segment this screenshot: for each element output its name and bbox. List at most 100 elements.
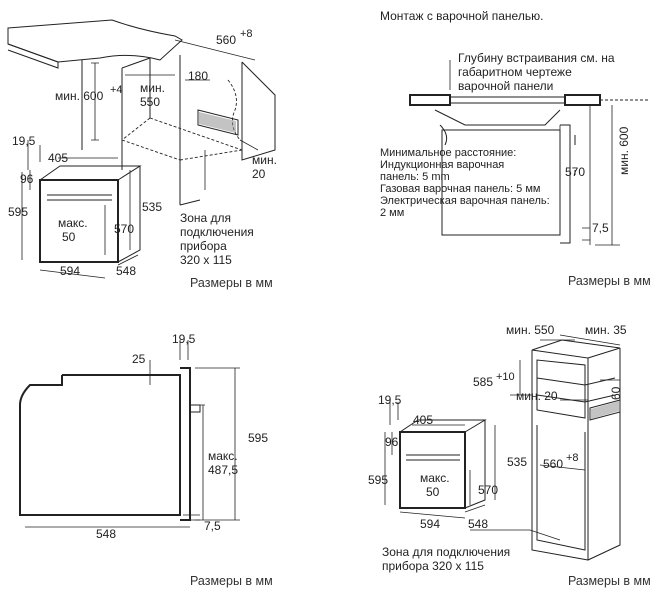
label-7-5: 7,5 bbox=[592, 221, 609, 235]
worktop-edge bbox=[7, 43, 59, 69]
worktop-right bbox=[564, 94, 601, 106]
label-min600-sup: +4 bbox=[110, 84, 123, 96]
label-19-5: 19,5 bbox=[172, 332, 196, 346]
label-570: 570 bbox=[114, 222, 134, 236]
oven-front-side bbox=[180, 367, 191, 521]
note-3: варочной панели bbox=[458, 79, 553, 93]
zone-label-3: прибора bbox=[180, 239, 227, 253]
min-dist-c: панель: 5 mm bbox=[380, 171, 450, 183]
min-dist-b: Индукционная варочная bbox=[380, 159, 504, 171]
panel-tall-cabinet: мин. 550 мин. 35 585 +10 мин. 20 60 560 … bbox=[368, 323, 651, 588]
label-570: 570 bbox=[478, 483, 498, 497]
dim-600 bbox=[91, 62, 99, 141]
label-max-b: 50 bbox=[426, 485, 440, 499]
dim-548 bbox=[117, 254, 139, 266]
label-max-a: макс. bbox=[208, 449, 238, 463]
label-548: 548 bbox=[96, 527, 116, 541]
caption-4: Размеры в мм bbox=[568, 574, 651, 588]
cabinet-openings bbox=[536, 359, 586, 551]
zone-label-1: Зона для bbox=[180, 211, 231, 225]
label-min550b: 550 bbox=[140, 95, 160, 109]
label-min20: мин. 20 bbox=[516, 389, 558, 403]
oven-body bbox=[399, 419, 487, 509]
label-19-5: 19,5 bbox=[378, 393, 402, 407]
label-405: 405 bbox=[413, 413, 433, 427]
zone-leader bbox=[470, 529, 561, 541]
label-548: 548 bbox=[468, 517, 488, 531]
oven-side bbox=[19, 374, 181, 516]
label-7-5: 7,5 bbox=[204, 519, 221, 533]
zone-label-1: Зона для подключения bbox=[382, 545, 510, 559]
cabinet-top bbox=[531, 339, 621, 561]
label-min600: мин. 600 bbox=[55, 89, 104, 103]
caption-1: Размеры в мм bbox=[190, 276, 273, 290]
caption-3: Размеры в мм bbox=[190, 574, 273, 588]
label-19-5: 19,5 bbox=[12, 134, 36, 148]
label-560: 560 bbox=[543, 457, 563, 471]
label-max-a: макс. bbox=[420, 471, 450, 485]
label-560: 560 bbox=[216, 33, 236, 47]
label-min550a: мин. bbox=[140, 81, 165, 95]
dim-19-5 bbox=[179, 340, 189, 360]
cabinet-hidden-edges bbox=[121, 117, 243, 161]
connection-zone bbox=[197, 109, 239, 136]
dim-600-line bbox=[589, 105, 620, 246]
label-180: 180 bbox=[188, 69, 208, 83]
label-max-b: 487,5 bbox=[208, 463, 238, 477]
note-2: габаритном чертеже bbox=[458, 65, 572, 79]
label-60: 60 bbox=[609, 386, 623, 400]
label-548: 548 bbox=[116, 264, 136, 278]
dim-560 bbox=[174, 39, 256, 61]
note-1: Глубину встраивания см. на bbox=[458, 51, 615, 65]
label-595: 595 bbox=[8, 205, 28, 219]
panel-cooktop: Монтаж с варочной панелью. Глубину встра… bbox=[380, 9, 651, 288]
label-595: 595 bbox=[248, 431, 268, 445]
dim-19-5 bbox=[389, 400, 399, 425]
min-dist-f: 2 мм bbox=[380, 207, 404, 219]
worktop-left bbox=[409, 94, 451, 106]
caption-2: Размеры в мм bbox=[568, 274, 651, 288]
connection-zone-fill bbox=[591, 401, 619, 419]
zone-label-2: прибора 320 x 115 bbox=[382, 559, 484, 573]
dim-594 bbox=[399, 511, 466, 519]
connection-zone bbox=[589, 399, 621, 421]
label-560-sup: +8 bbox=[566, 452, 579, 464]
wall-cut bbox=[227, 79, 241, 141]
label-585: 585 bbox=[473, 375, 493, 389]
cabinet-base bbox=[121, 140, 201, 206]
zone-label-2: подключения bbox=[180, 225, 254, 239]
dim-19-5 bbox=[27, 140, 41, 170]
label-max-b: 50 bbox=[62, 230, 76, 244]
cooktop-plate bbox=[450, 96, 565, 104]
label-max-a: макс. bbox=[58, 216, 88, 230]
connection-zone-fill bbox=[199, 112, 236, 133]
label-594: 594 bbox=[420, 517, 440, 531]
min-dist-d: Газовая варочная панель: 5 мм bbox=[380, 183, 540, 195]
dim-min20 bbox=[239, 139, 259, 151]
label-min20b: 20 bbox=[252, 167, 266, 181]
dim-595 bbox=[195, 367, 240, 521]
label-535: 535 bbox=[142, 200, 162, 214]
label-594: 594 bbox=[60, 264, 80, 278]
dim-7-5-line bbox=[582, 227, 590, 241]
zone-label-4: 320 x 115 bbox=[180, 253, 232, 267]
min-dist-a: Минимальное расстояние: bbox=[380, 147, 516, 159]
label-min35: мин. 35 bbox=[585, 323, 627, 337]
cabinet-outline bbox=[81, 55, 276, 205]
label-min20a: мин. bbox=[252, 153, 277, 167]
min-dist-e: Электрическая варочная панель: bbox=[380, 195, 550, 207]
label-min550: мин. 550 bbox=[506, 323, 555, 337]
dim-7-5 bbox=[183, 514, 200, 521]
label-96: 96 bbox=[385, 435, 399, 449]
dim-550-35 bbox=[540, 334, 621, 346]
dim-548 bbox=[464, 504, 486, 513]
cooktop-body bbox=[434, 109, 561, 146]
handle-side bbox=[190, 404, 201, 413]
panel-under-counter: мин. 600 +4 560 +8 мин. 550 180 мин. 20 … bbox=[7, 19, 277, 290]
label-405: 405 bbox=[48, 151, 68, 165]
label-96: 96 bbox=[20, 172, 34, 186]
dim-487-5 bbox=[200, 404, 205, 520]
label-25: 25 bbox=[132, 352, 146, 366]
dim-560 bbox=[539, 464, 586, 471]
